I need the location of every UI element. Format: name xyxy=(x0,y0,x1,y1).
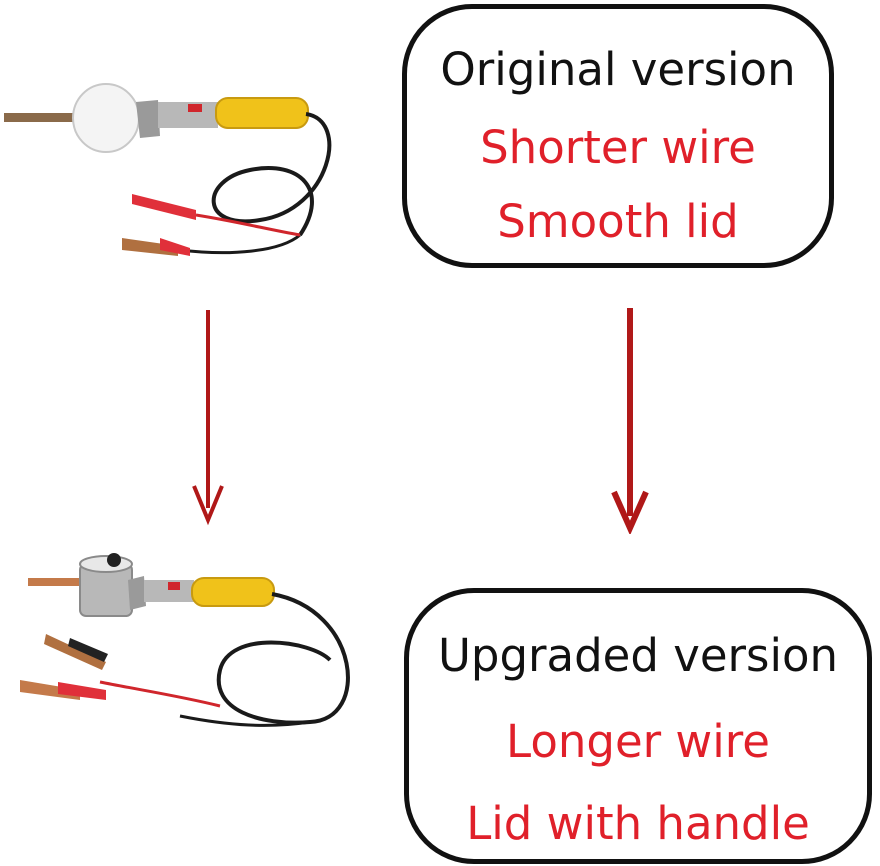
original-version-box: Original version Shorter wire Smooth lid xyxy=(402,4,834,268)
original-feature-1: Shorter wire xyxy=(480,121,756,174)
arrow-down-icon xyxy=(611,308,649,534)
upgraded-feature-2: Lid with handle xyxy=(466,797,810,850)
arrow-down-icon xyxy=(192,310,224,526)
original-version-heading: Original version xyxy=(440,43,796,96)
upgraded-version-heading: Upgraded version xyxy=(437,629,839,682)
original-product-image xyxy=(4,83,332,256)
upgraded-product-image xyxy=(20,553,350,727)
upgraded-version-box: Upgraded version Longer wire Lid with ha… xyxy=(404,588,872,864)
original-feature-2: Smooth lid xyxy=(497,195,739,248)
upgraded-feature-1: Longer wire xyxy=(506,715,770,768)
